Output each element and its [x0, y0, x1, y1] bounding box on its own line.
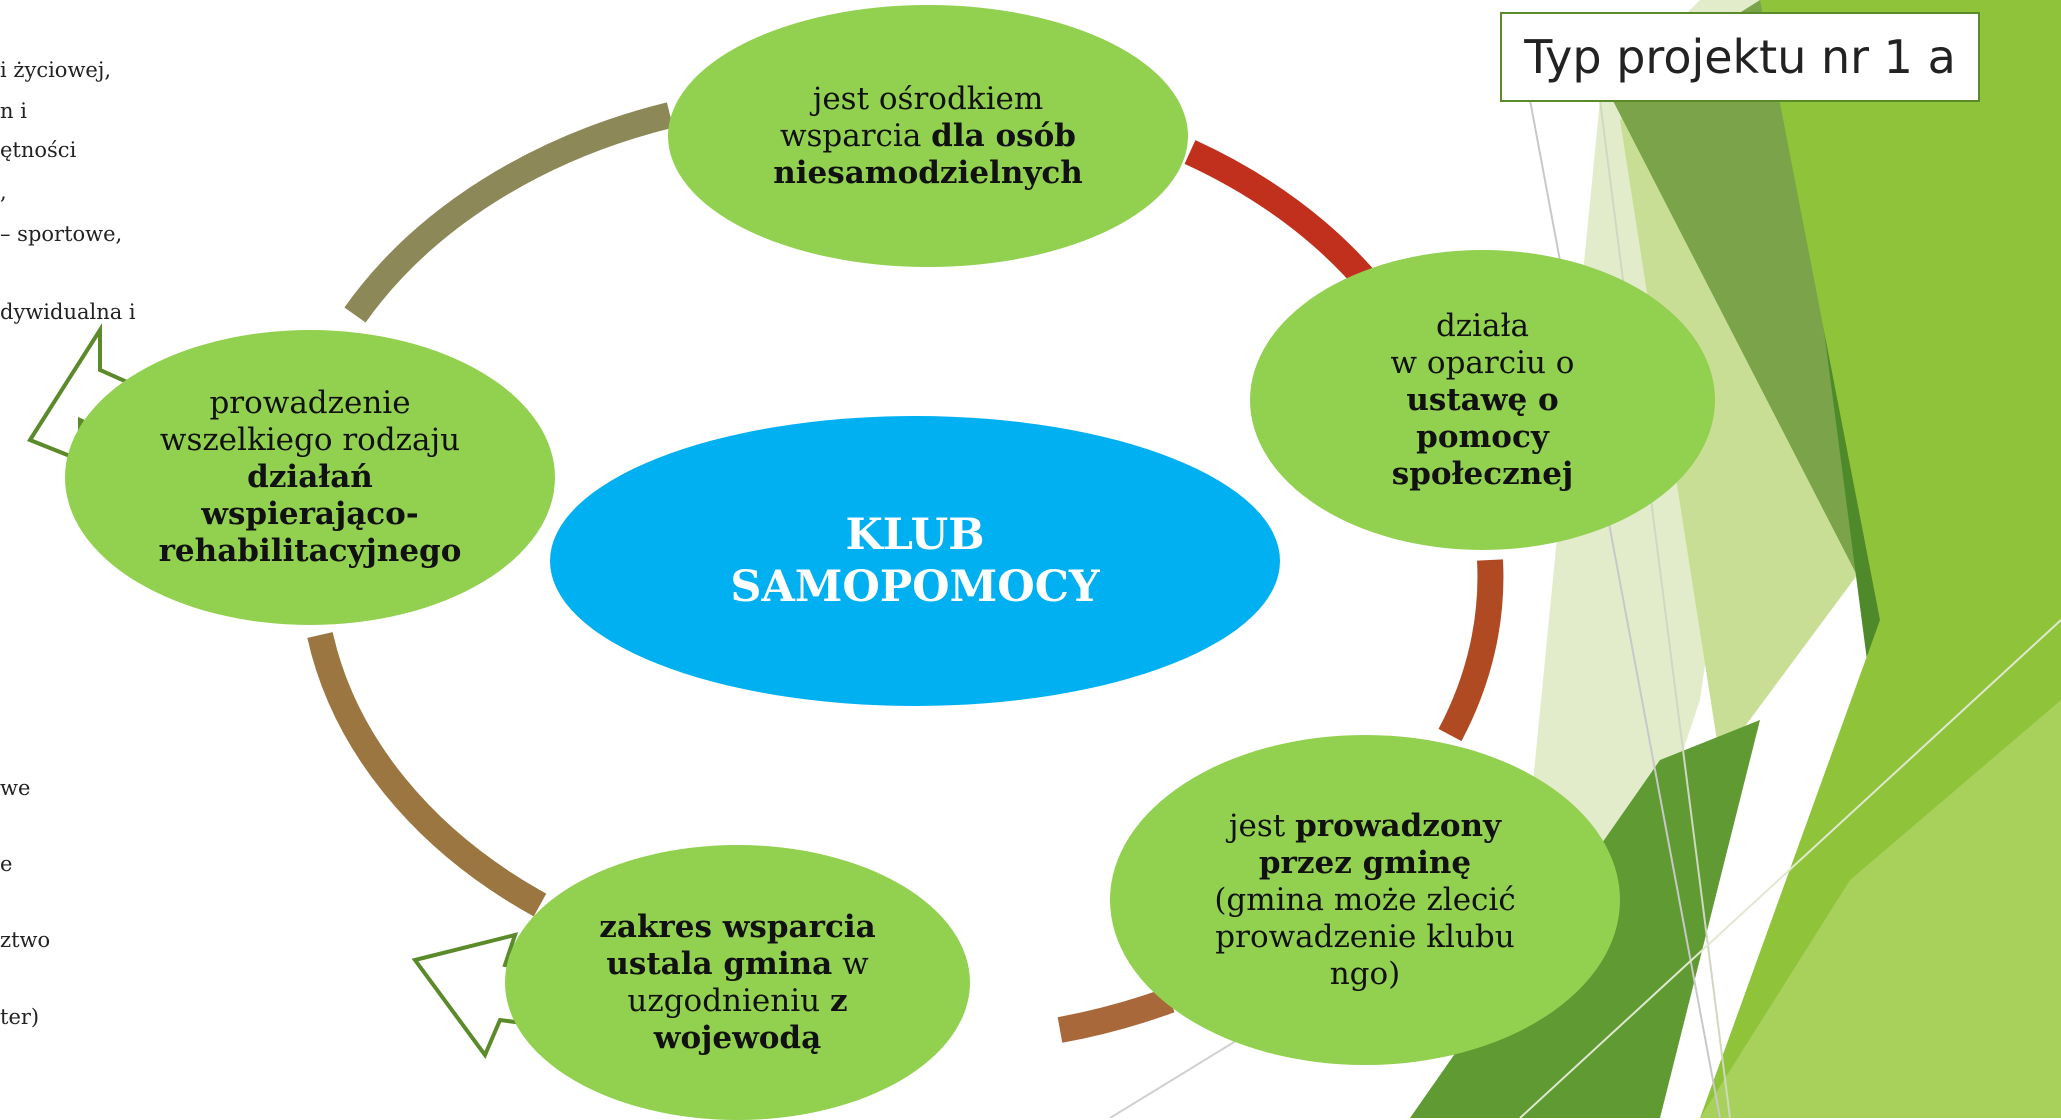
- left-text-fragment: ter): [0, 1005, 40, 1029]
- node-text: prowadzenie: [209, 385, 411, 421]
- node-text-bold: prowadzony: [1295, 807, 1502, 844]
- node-top: jest ośrodkiem wsparcia dla osób niesamo…: [668, 5, 1188, 267]
- left-text-fragment: we: [0, 776, 31, 800]
- slide-title: Typ projektu nr 1 a: [1500, 12, 1980, 102]
- node-text-bold: działań: [247, 459, 373, 495]
- left-text-fragment: ztwo: [0, 928, 51, 952]
- node-bottom-left: zakres wsparcia ustala gmina w uzgodnien…: [505, 845, 970, 1120]
- node-text-bold: wspierająco-: [201, 496, 419, 532]
- node-text: w: [832, 945, 869, 982]
- node-text: (gmina może zlecić: [1214, 881, 1516, 918]
- node-left: prowadzenie wszelkiego rodzaju działań w…: [65, 330, 555, 625]
- node-text-bold: rehabilitacyjnego: [158, 533, 462, 569]
- deco-line: [1599, 99, 1731, 1118]
- center-label-line: KLUB: [845, 510, 985, 560]
- left-text-fragment: n i: [0, 99, 27, 123]
- node-text-bold: społecznej: [1391, 455, 1574, 492]
- node-text-bold: wojewodą: [653, 1019, 822, 1056]
- node-text: w oparciu o: [1390, 344, 1575, 381]
- arc-right: [1438, 559, 1504, 742]
- node-text: uzgodnieniu: [627, 982, 830, 1019]
- arc-bottom-left: [307, 632, 547, 917]
- node-text: wszelkiego rodzaju: [159, 422, 461, 458]
- node-text: ngo): [1329, 955, 1401, 992]
- node-text: działa: [1435, 307, 1530, 344]
- deco-line: [1519, 619, 2061, 1118]
- left-text-fragment: – sportowe,: [0, 222, 123, 246]
- node-text: wsparcia: [779, 117, 932, 154]
- node-text-bold: z: [829, 982, 848, 1019]
- left-text-fragment: ,: [0, 180, 7, 204]
- node-text-bold: ustawę o: [1406, 381, 1559, 418]
- left-text-fragment: e: [0, 852, 13, 876]
- node-bottom-right: jest prowadzony przez gminę (gmina może …: [1110, 735, 1620, 1065]
- deco-facet-light2: [1700, 700, 2061, 1118]
- node-text-bold: przez gminę: [1258, 844, 1472, 881]
- node-text-bold: dla osób: [931, 117, 1076, 154]
- node-text: prowadzenie klubu: [1215, 918, 1515, 955]
- arc-top-left: [344, 102, 674, 323]
- node-text-bold: pomocy: [1416, 418, 1549, 455]
- node-text-bold: zakres wsparcia: [599, 908, 876, 945]
- node-text: jest: [1228, 807, 1296, 844]
- left-text-fragment: ętności: [0, 138, 77, 162]
- node-text: jest ośrodkiem: [812, 80, 1044, 117]
- center-label-line: SAMOPOMOCY: [730, 562, 1100, 612]
- left-text-fragment: i życiowej,: [0, 58, 112, 82]
- left-text-fragment: dywidualna i: [0, 300, 136, 324]
- center-node: KLUB SAMOPOMOCY: [550, 416, 1280, 706]
- node-text-bold: niesamodzielnych: [773, 154, 1083, 191]
- node-text-bold: ustala gmina: [606, 945, 833, 982]
- arc-top-right: [1184, 140, 1380, 294]
- node-right: działa w oparciu o ustawę o pomocy społe…: [1250, 250, 1715, 550]
- arc-bottom: [1057, 987, 1175, 1043]
